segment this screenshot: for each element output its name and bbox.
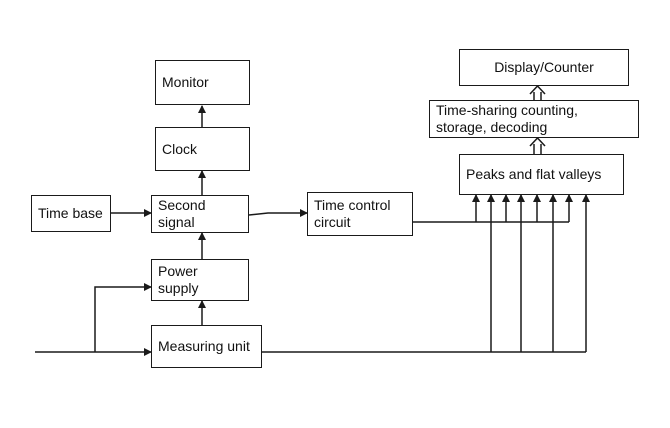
measuring-unit-label: Measuring unit — [158, 338, 250, 354]
arrow-second-signal-to-time-control — [248, 209, 308, 217]
monitor-label: Monitor — [162, 74, 209, 90]
display-counter-block: Display/Counter — [459, 49, 629, 86]
peaks-valleys-label: Peaks and flat valleys — [466, 166, 602, 182]
second-signal-label: Second signal — [158, 197, 206, 230]
power-supply-block: Power supply — [151, 259, 249, 301]
clock-label: Clock — [162, 140, 198, 157]
display-counter-label: Display/Counter — [494, 59, 594, 75]
power-supply-label: Power supply — [158, 263, 199, 296]
time-sharing-label: Time-sharing counting, storage, decoding — [436, 102, 578, 135]
double-arrow-peaks-to-time-sharing — [529, 136, 546, 154]
time-base-block: Time base — [31, 195, 111, 232]
monitor-block: Monitor — [155, 60, 250, 105]
double-arrow-time-sharing-to-display — [529, 84, 546, 100]
measuring-unit-block: Measuring unit — [151, 325, 262, 368]
second-signal-block: Second signal — [151, 195, 249, 233]
peaks-valleys-block: Peaks and flat valleys — [459, 154, 624, 195]
time-control-circuit-label: Time control circuit — [314, 197, 391, 230]
time-base-label: Time base — [38, 205, 103, 221]
clock-block: Clock — [155, 127, 250, 171]
time-sharing-block: Time-sharing counting, storage, decoding — [429, 100, 639, 138]
time-control-circuit-block: Time control circuit — [307, 192, 413, 236]
branch-to-power-supply — [94, 283, 152, 352]
